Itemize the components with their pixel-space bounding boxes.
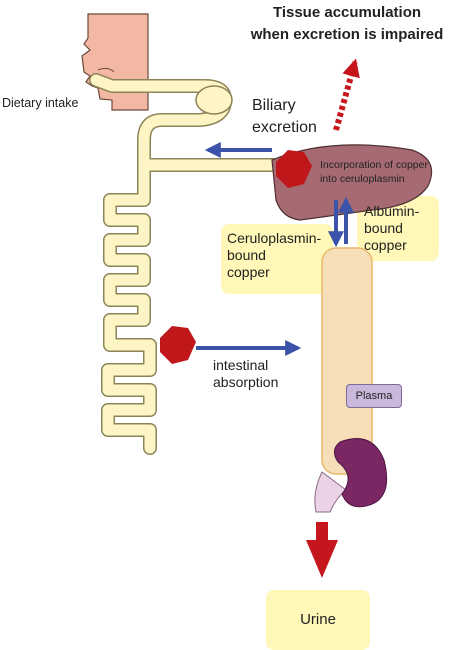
title-line-2: when excretion is impaired xyxy=(250,26,444,43)
albumin-label: Albumin- bound copper xyxy=(364,203,419,254)
incorporation-line-1: Incorporation of copper xyxy=(320,159,428,171)
incorporation-line-2: into ceruloplasmin xyxy=(320,173,405,185)
tissue-accumulation-arrow xyxy=(333,58,360,131)
ceruloplasmin-line-3: copper xyxy=(227,264,270,280)
ceruloplasmin-highlight xyxy=(221,224,333,294)
liver xyxy=(271,144,433,221)
intestinal-line-2: absorption xyxy=(213,374,279,390)
intestinal-absorption-label: intestinal absorption xyxy=(213,357,278,391)
albumin-highlight xyxy=(357,196,439,261)
ceruloplasmin-line-1: Ceruloplasmin- xyxy=(227,230,322,246)
kidney-icon xyxy=(314,438,388,513)
biliary-line-1: Biliary xyxy=(252,97,296,114)
biliary-excretion-label: Biliary excretion xyxy=(252,95,317,139)
dietary-intake-label: Dietary intake xyxy=(2,96,79,110)
intestinal-line-1: intestinal xyxy=(213,357,269,373)
urine-arrow xyxy=(306,522,338,578)
gi-tract xyxy=(89,73,292,455)
albumin-line-1: Albumin- xyxy=(364,203,420,219)
face-icon xyxy=(81,13,149,111)
intestine-hexagon-icon xyxy=(160,326,196,364)
plasma-label: Plasma xyxy=(346,384,402,408)
title-line-1: Tissue accumulation xyxy=(272,4,422,21)
biliary-line-2: excretion xyxy=(252,119,317,136)
tissue-accumulation-title: Tissue accumulation when excretion is im… xyxy=(240,2,454,46)
urine-label: Urine xyxy=(266,590,370,650)
albumin-line-2: bound xyxy=(364,220,403,236)
incorporation-label: Incorporation of copper into ceruloplasm… xyxy=(320,158,428,186)
ceruloplasmin-label: Ceruloplasmin- bound copper xyxy=(227,230,321,281)
ceruloplasmin-line-2: bound xyxy=(227,247,266,263)
liver-hexagon-icon xyxy=(276,150,312,188)
albumin-line-3: copper xyxy=(364,237,407,253)
